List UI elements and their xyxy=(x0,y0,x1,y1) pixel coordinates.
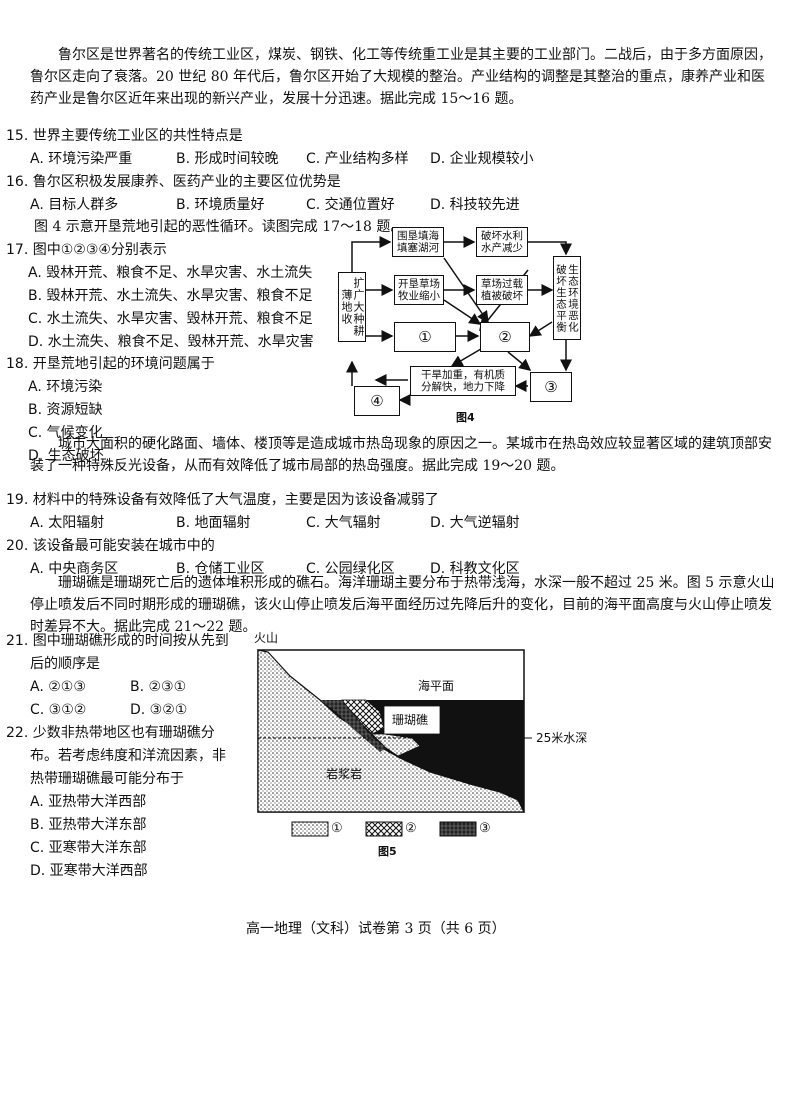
box-3-label: ③ xyxy=(544,378,558,396)
figure-5-caption: 图5 xyxy=(378,845,397,858)
legend-2-label: ② xyxy=(405,821,417,836)
q16-option-c[interactable]: C. 交通位置好 xyxy=(306,197,395,213)
box-ecology: 破坏生态平衡 生态环境恶化 xyxy=(553,256,581,340)
box-expand-farming: 扩广大种耕薄地收 xyxy=(338,272,366,342)
q21-stem: 21. 图中珊瑚礁形成的时间按从先到 xyxy=(6,633,229,649)
q19-option-c[interactable]: C. 大气辐射 xyxy=(306,515,381,531)
sea-level-label: 海平面 xyxy=(418,679,455,693)
legend-3-label: ③ xyxy=(479,821,491,836)
q18-option-a[interactable]: A. 环境污染 xyxy=(28,379,103,395)
q17-option-b[interactable]: B. 毁林开荒、水土流失、水旱灾害、粮食不足 xyxy=(28,288,313,304)
box-1: ① xyxy=(394,322,456,352)
q17-option-a[interactable]: A. 毁林开荒、粮食不足、水旱灾害、水土流失 xyxy=(28,265,313,281)
page-footer: 高一地理（文科）试卷第 3 页（共 6 页） xyxy=(246,921,506,937)
box-drought-label: 干旱加重，有机质 分解快，地力下降 xyxy=(421,369,505,393)
q21-option-a[interactable]: A. ②①③ xyxy=(30,679,86,695)
q16-option-b[interactable]: B. 环境质量好 xyxy=(176,197,265,213)
box-water-damage: 破坏水利 水产减少 xyxy=(476,227,528,257)
figure-4-caption: 图4 xyxy=(456,411,475,424)
box-grassland-label: 开垦草场 牧业缩小 xyxy=(398,278,440,302)
q21-option-b[interactable]: B. ②③① xyxy=(130,679,187,695)
passage-fig4: 图 4 示意开垦荒地引起的恶性循环。读图完成 17～18 题。 xyxy=(34,219,405,235)
q15-option-a[interactable]: A. 环境污染严重 xyxy=(30,151,133,167)
box-overgrazing: 草场过载 植被破坏 xyxy=(476,275,528,305)
q15-option-c[interactable]: C. 产业结构多样 xyxy=(306,151,409,167)
passage-ruhr: 鲁尔区是世界著名的传统工业区，煤炭、钢铁、化工等传统重工业是其主要的工业部门。二… xyxy=(30,47,772,107)
magma-rock-label: 岩浆岩 xyxy=(326,767,363,781)
volcano-label: 火山 xyxy=(254,631,279,645)
q17-option-d[interactable]: D. 水土流失、粮食不足、毁林开荒、水旱灾害 xyxy=(28,334,314,350)
box-water-damage-label: 破坏水利 水产减少 xyxy=(481,230,523,254)
passage-heat-island: 城市大面积的硬化路面、墙体、楼顶等是造成城市热岛现象的原因之一。某城市在热岛效应… xyxy=(30,436,772,474)
q20-option-a[interactable]: A. 中央商务区 xyxy=(30,561,119,577)
box-1-label: ① xyxy=(418,328,432,346)
q20-stem: 20. 该设备最可能安装在城市中的 xyxy=(6,538,215,554)
box-reclaim-sea-label: 围垦填海 填塞湖河 xyxy=(397,230,439,254)
box-2: ② xyxy=(480,322,530,352)
q15-option-b[interactable]: B. 形成时间较晚 xyxy=(176,151,279,167)
q15-stem: 15. 世界主要传统工业区的共性特点是 xyxy=(6,128,243,144)
depth-25m-label: 25米水深 xyxy=(536,731,588,745)
box-ecology-worse: 生态环境恶化 xyxy=(567,263,579,333)
box-reclaim-sea: 围垦填海 填塞湖河 xyxy=(392,227,444,257)
figure-5-cross-section xyxy=(257,649,532,837)
q18-option-c[interactable]: C. 气候变化 xyxy=(28,425,103,441)
q22-option-c[interactable]: C. 亚寒带大洋东部 xyxy=(30,840,147,856)
box-4: ④ xyxy=(354,386,400,416)
q22-stem-cont2: 热带珊瑚礁最可能分布于 xyxy=(30,771,184,787)
q17-option-c[interactable]: C. 水土流失、水旱灾害、毁林开荒、粮食不足 xyxy=(28,311,313,327)
q20-option-d[interactable]: D. 科教文化区 xyxy=(430,561,520,577)
box-2-label: ② xyxy=(498,328,512,346)
q16-option-a[interactable]: A. 目标人群多 xyxy=(30,197,119,213)
q17-stem: 17. 图中①②③④分别表示 xyxy=(6,242,167,258)
q20-option-c[interactable]: C. 公园绿化区 xyxy=(306,561,395,577)
box-overgrazing-label: 草场过载 植被破坏 xyxy=(481,278,523,302)
q22-stem: 22. 少数非热带地区也有珊瑚礁分 xyxy=(6,725,215,741)
box-ecology-balance: 破坏生态平衡 xyxy=(555,263,567,333)
q19-stem: 19. 材料中的特殊设备有效降低了大气温度，主要是因为该设备减弱了 xyxy=(6,492,439,508)
q18-stem: 18. 开垦荒地引起的环境问题属于 xyxy=(6,356,215,372)
q22-option-d[interactable]: D. 亚寒带大洋西部 xyxy=(30,863,148,879)
box-expand-farming-label: 扩广大种耕薄地收 xyxy=(340,277,365,337)
coral-label: 珊瑚礁 xyxy=(392,713,429,727)
q22-option-a[interactable]: A. 亚热带大洋西部 xyxy=(30,794,147,810)
q19-option-b[interactable]: B. 地面辐射 xyxy=(176,515,251,531)
q16-stem: 16. 鲁尔区积极发展康养、医药产业的主要区位优势是 xyxy=(6,174,341,190)
q19-option-a[interactable]: A. 太阳辐射 xyxy=(30,515,105,531)
q21-option-c[interactable]: C. ③①② xyxy=(30,702,87,718)
q15-option-d[interactable]: D. 企业规模较小 xyxy=(430,151,534,167)
q16-option-d[interactable]: D. 科技较先进 xyxy=(430,197,520,213)
box-drought: 干旱加重，有机质 分解快，地力下降 xyxy=(410,366,516,396)
q21-option-d[interactable]: D. ③②① xyxy=(130,702,188,718)
q22-stem-cont1: 布。若考虑纬度和洋流因素，非 xyxy=(30,748,226,764)
box-grassland: 开垦草场 牧业缩小 xyxy=(394,275,444,305)
q18-option-b[interactable]: B. 资源短缺 xyxy=(28,402,103,418)
box-4-label: ④ xyxy=(370,392,384,410)
q20-option-b[interactable]: B. 仓储工业区 xyxy=(176,561,265,577)
box-3: ③ xyxy=(530,372,572,402)
q18-option-d[interactable]: D. 生态破坏 xyxy=(28,448,104,464)
q22-option-b[interactable]: B. 亚热带大洋东部 xyxy=(30,817,147,833)
q19-option-d[interactable]: D. 大气逆辐射 xyxy=(430,515,520,531)
passage-coral: 珊瑚礁是珊瑚死亡后的遗体堆积形成的礁石。海洋珊瑚主要分布于热带浅海，水深一般不超… xyxy=(30,575,775,635)
q21-stem-cont: 后的顺序是 xyxy=(30,656,100,672)
legend-1-label: ① xyxy=(331,821,343,836)
